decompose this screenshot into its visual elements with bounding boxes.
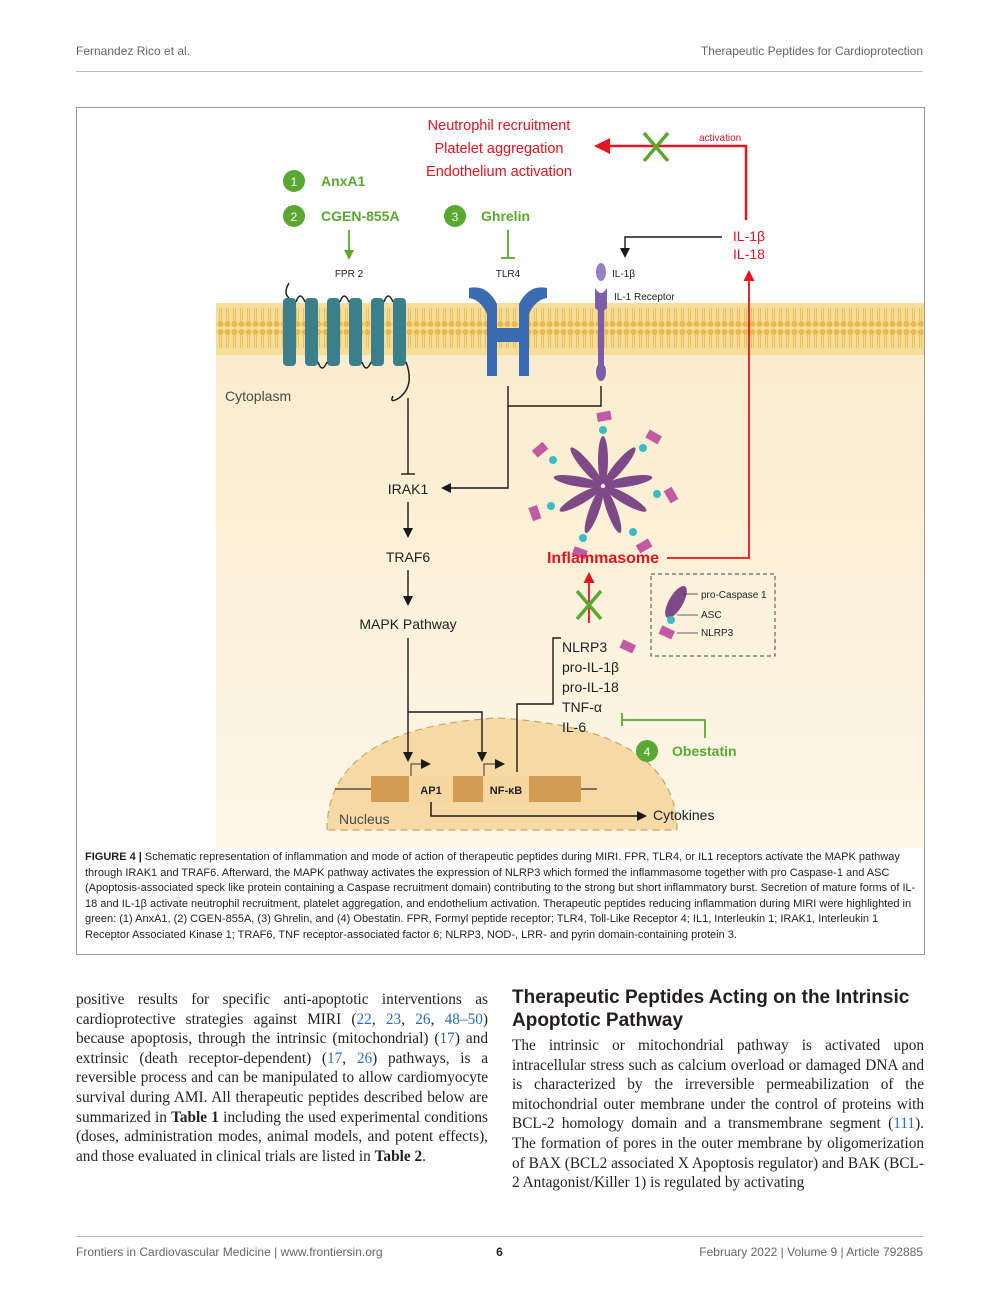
block-x-icon-mid bbox=[575, 589, 603, 621]
svg-text:1: 1 bbox=[291, 175, 298, 189]
nfkb-label: NF-κB bbox=[490, 785, 522, 797]
citation-link[interactable]: 22 bbox=[356, 1010, 372, 1028]
effect-endothelium: Endothelium activation bbox=[426, 164, 572, 180]
svg-text:3: 3 bbox=[452, 210, 459, 224]
activation-label: activation bbox=[699, 133, 741, 144]
svg-text:4: 4 bbox=[644, 745, 651, 759]
il1-receptor: IL-1β IL-1 Receptor bbox=[595, 263, 675, 381]
fpr2-receptor bbox=[283, 282, 410, 402]
page-number: 6 bbox=[496, 1245, 503, 1259]
block-x-icon-top bbox=[642, 131, 670, 163]
gene-proil18: pro-IL-18 bbox=[562, 679, 619, 695]
tlr4-il1r-join bbox=[507, 386, 602, 407]
citation-link[interactable]: 26 bbox=[356, 1049, 373, 1067]
footer-rule bbox=[76, 1236, 923, 1237]
peptide-2-badge: 2 bbox=[283, 205, 305, 227]
tlr4-label: TLR4 bbox=[496, 269, 521, 280]
citation-link[interactable]: 17 bbox=[439, 1030, 455, 1048]
gene-proil1b: pro-IL-1β bbox=[562, 659, 619, 675]
il1b-red-label: IL-1β bbox=[733, 228, 765, 244]
il1b-ligand-label: IL-1β bbox=[612, 269, 635, 280]
running-header: Fernandez Rico et al. Therapeutic Peptid… bbox=[76, 44, 923, 64]
peptide-4-badge: 4 bbox=[636, 740, 658, 762]
legend-nlrp3: NLRP3 bbox=[701, 628, 734, 639]
peptide-1-badge: 1 bbox=[283, 170, 305, 192]
tlr4-receptor bbox=[469, 287, 547, 376]
nucleus-label: Nucleus bbox=[339, 811, 390, 827]
citation-link[interactable]: 111 bbox=[893, 1115, 916, 1133]
mapk-to-nfkb-arrow bbox=[408, 711, 487, 762]
il18-red-label: IL-18 bbox=[733, 246, 765, 262]
right-column: Therapeutic Peptides Acting on the Intri… bbox=[512, 986, 924, 1193]
table-2-link[interactable]: Table 2 bbox=[374, 1147, 423, 1165]
peptide-obestatin: Obestatin bbox=[672, 743, 737, 759]
inflammasome-legend: pro-Caspase 1 ASC NLRP3 bbox=[650, 573, 776, 657]
footer-issue: February 2022 | Volume 9 | Article 79288… bbox=[699, 1245, 923, 1259]
footer-journal: Frontiers in Cardiovascular Medicine | w… bbox=[76, 1245, 383, 1259]
peptide-cgen: CGEN-855A bbox=[321, 208, 400, 224]
page-footer: Frontiers in Cardiovascular Medicine | w… bbox=[76, 1245, 923, 1265]
gene-bracket bbox=[516, 637, 561, 772]
citation-link[interactable]: 23 bbox=[385, 1010, 402, 1028]
il1-receptor-label: IL-1 Receptor bbox=[614, 292, 675, 303]
header-authors: Fernandez Rico et al. bbox=[76, 44, 191, 58]
effect-platelet: Platelet aggregation bbox=[435, 141, 564, 157]
svg-text:2: 2 bbox=[291, 210, 298, 224]
irak1-label: IRAK1 bbox=[388, 481, 429, 497]
caption-text: Schematic representation of inflammation… bbox=[85, 851, 916, 941]
gene-nlrp3: NLRP3 bbox=[562, 639, 607, 655]
figure-4: Cytoplasm Nucleus AP1 NF-κB Cytokines Ne… bbox=[76, 107, 925, 955]
citation-link[interactable]: 17 bbox=[327, 1049, 343, 1067]
cytokines-arrow bbox=[430, 802, 647, 821]
section-heading: Therapeutic Peptides Acting on the Intri… bbox=[512, 987, 910, 1031]
activation-arrow bbox=[594, 138, 748, 220]
inflammasome-to-il1b-arrow bbox=[667, 270, 755, 559]
legend-procaspase: pro-Caspase 1 bbox=[701, 590, 767, 601]
traf6-label: TRAF6 bbox=[386, 549, 431, 565]
fpr2-label: FPR 2 bbox=[335, 269, 364, 280]
peptide-anxa1: AnxA1 bbox=[321, 173, 366, 189]
peptide-3-badge: 3 bbox=[444, 205, 466, 227]
effect-neutrophil: Neutrophil recruitment bbox=[428, 118, 571, 134]
to-irak1-arrow bbox=[441, 406, 509, 493]
right-column-text: The intrinsic or mitochondrial pathway i… bbox=[512, 1037, 924, 1192]
dna-strand bbox=[371, 776, 581, 802]
gene-il6: IL-6 bbox=[562, 719, 586, 735]
peptide-ghrelin: Ghrelin bbox=[481, 208, 530, 224]
header-title: Therapeutic Peptides for Cardioprotectio… bbox=[700, 44, 923, 58]
cytoplasm-label: Cytoplasm bbox=[225, 388, 291, 404]
mapk-label: MAPK Pathway bbox=[359, 616, 456, 632]
nfkb-site bbox=[483, 776, 529, 802]
inflammasome-label: Inflammasome bbox=[547, 550, 659, 567]
table-1-link[interactable]: Table 1 bbox=[171, 1108, 219, 1126]
left-column-text: positive results for specific anti-apopt… bbox=[76, 991, 489, 1165]
gene-tnfa: TNF-α bbox=[562, 699, 602, 715]
inflammasome-structure bbox=[528, 410, 679, 560]
figure-caption: FIGURE 4 | Schematic representation of i… bbox=[85, 850, 916, 943]
citation-link[interactable]: 48–50 bbox=[444, 1010, 483, 1028]
ap1-label: AP1 bbox=[420, 785, 441, 797]
caption-label: FIGURE 4 | bbox=[85, 851, 142, 863]
legend-asc: ASC bbox=[701, 610, 722, 621]
obestatin-inhibit bbox=[621, 713, 706, 738]
figure-diagram: Cytoplasm Nucleus AP1 NF-κB Cytokines Ne… bbox=[216, 118, 924, 848]
citation-link[interactable]: 26 bbox=[415, 1010, 431, 1028]
cytokines-label: Cytokines bbox=[653, 807, 714, 823]
ap1-site bbox=[409, 776, 453, 802]
il1b-to-receptor-arrow bbox=[620, 236, 722, 258]
header-rule bbox=[76, 71, 923, 72]
